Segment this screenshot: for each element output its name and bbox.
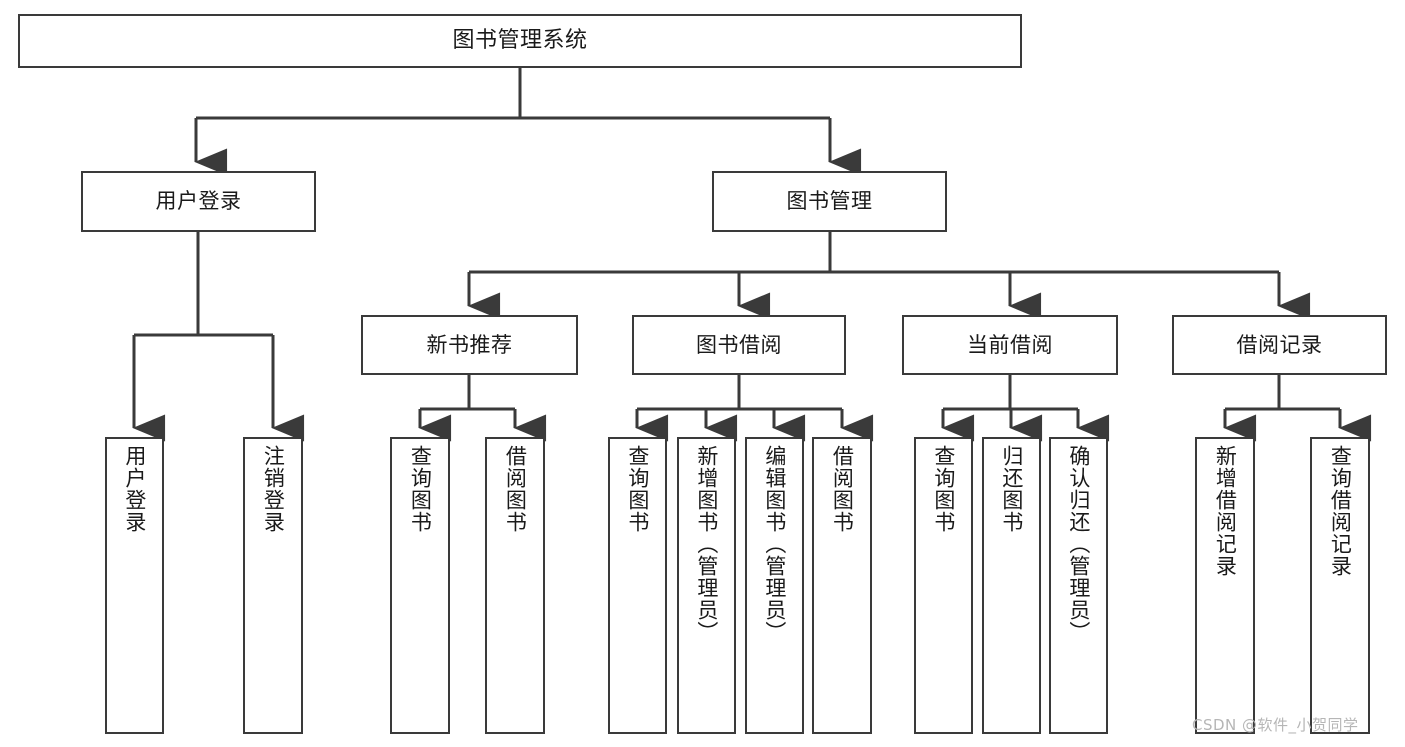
node-book-borrow[interactable]: 图书借阅 <box>632 315 846 375</box>
node-leaf-borrow-book-1-label: 借阅图书 <box>503 445 528 533</box>
node-leaf-borrow-book-1[interactable]: 借阅图书 <box>485 437 545 734</box>
node-leaf-query-book-3[interactable]: 查询图书 <box>914 437 973 734</box>
node-leaf-add-record-label: 新增借阅记录 <box>1213 445 1238 577</box>
node-book-manage-label: 图书管理 <box>786 189 873 214</box>
node-new-book-rec-label: 新书推荐 <box>426 332 513 357</box>
node-leaf-query-record-label: 查询借阅记录 <box>1328 445 1353 577</box>
node-user-login[interactable]: 用户登录 <box>81 171 316 232</box>
node-leaf-query-book-3-label: 查询图书 <box>931 445 956 533</box>
node-current-borrow[interactable]: 当前借阅 <box>902 315 1118 375</box>
node-borrow-record[interactable]: 借阅记录 <box>1172 315 1387 375</box>
node-new-book-rec[interactable]: 新书推荐 <box>361 315 578 375</box>
node-current-borrow-label: 当前借阅 <box>967 332 1053 357</box>
node-root-label: 图书管理系统 <box>452 28 588 54</box>
node-leaf-borrow-book-2[interactable]: 借阅图书 <box>812 437 872 734</box>
node-borrow-record-label: 借阅记录 <box>1236 332 1323 357</box>
node-leaf-user-login-label: 用户登录 <box>122 445 147 533</box>
node-leaf-add-record[interactable]: 新增借阅记录 <box>1195 437 1255 734</box>
node-book-borrow-label: 图书借阅 <box>696 332 782 357</box>
node-leaf-return-book-label: 归还图书 <box>999 445 1024 533</box>
node-leaf-logout-login-label: 注销登录 <box>261 445 286 533</box>
node-leaf-query-book-2[interactable]: 查询图书 <box>608 437 667 734</box>
node-leaf-confirm-return-label: 确认归还（管理员） <box>1066 445 1091 643</box>
node-leaf-edit-book-label: 编辑图书（管理员） <box>762 445 787 643</box>
node-leaf-query-book-2-label: 查询图书 <box>625 445 650 533</box>
node-leaf-logout-login[interactable]: 注销登录 <box>243 437 303 734</box>
node-leaf-query-book-1-label: 查询图书 <box>408 445 433 533</box>
node-root[interactable]: 图书管理系统 <box>18 14 1022 68</box>
node-leaf-edit-book[interactable]: 编辑图书（管理员） <box>745 437 804 734</box>
node-leaf-return-book[interactable]: 归还图书 <box>982 437 1041 734</box>
node-leaf-add-book[interactable]: 新增图书（管理员） <box>677 437 736 734</box>
node-leaf-query-book-1[interactable]: 查询图书 <box>390 437 450 734</box>
node-leaf-query-record[interactable]: 查询借阅记录 <box>1310 437 1370 734</box>
node-leaf-user-login[interactable]: 用户登录 <box>105 437 164 734</box>
node-leaf-confirm-return[interactable]: 确认归还（管理员） <box>1049 437 1108 734</box>
node-user-login-label: 用户登录 <box>155 189 242 214</box>
node-leaf-add-book-label: 新增图书（管理员） <box>694 445 719 643</box>
node-leaf-borrow-book-2-label: 借阅图书 <box>830 445 855 533</box>
node-book-manage[interactable]: 图书管理 <box>712 171 947 232</box>
